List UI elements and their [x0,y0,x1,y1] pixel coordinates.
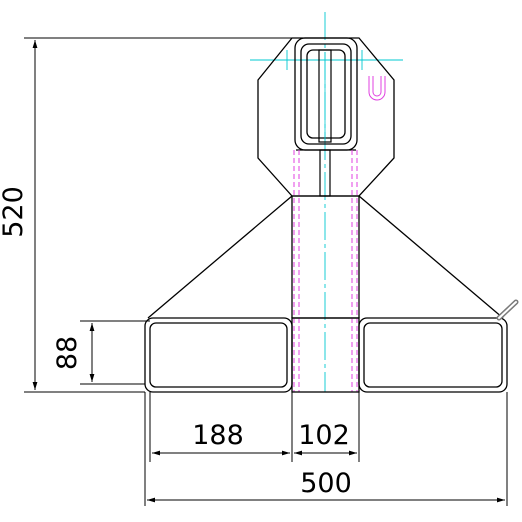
head-body [257,37,395,197]
hidden-lines [293,150,358,392]
corner-stub [496,299,519,321]
dim-height-overall-label: 520 [0,186,29,238]
left-tray [144,317,293,393]
dim-extension-lines [144,392,508,506]
right-tray [358,317,508,393]
dim-width-center-label: 102 [298,420,350,451]
center-column-bottom [291,317,360,393]
frame-body [147,195,504,319]
hook-icon [368,76,386,101]
dim-width-side-label: 188 [192,420,244,451]
dim-height-tray-label: 88 [52,336,83,370]
center-rod [296,49,356,197]
centerlines [250,12,403,392]
dim-height-overall [24,37,295,393]
dim-width-overall-label: 500 [300,468,352,499]
head-window [294,37,358,151]
dim-height-tray [80,320,150,385]
